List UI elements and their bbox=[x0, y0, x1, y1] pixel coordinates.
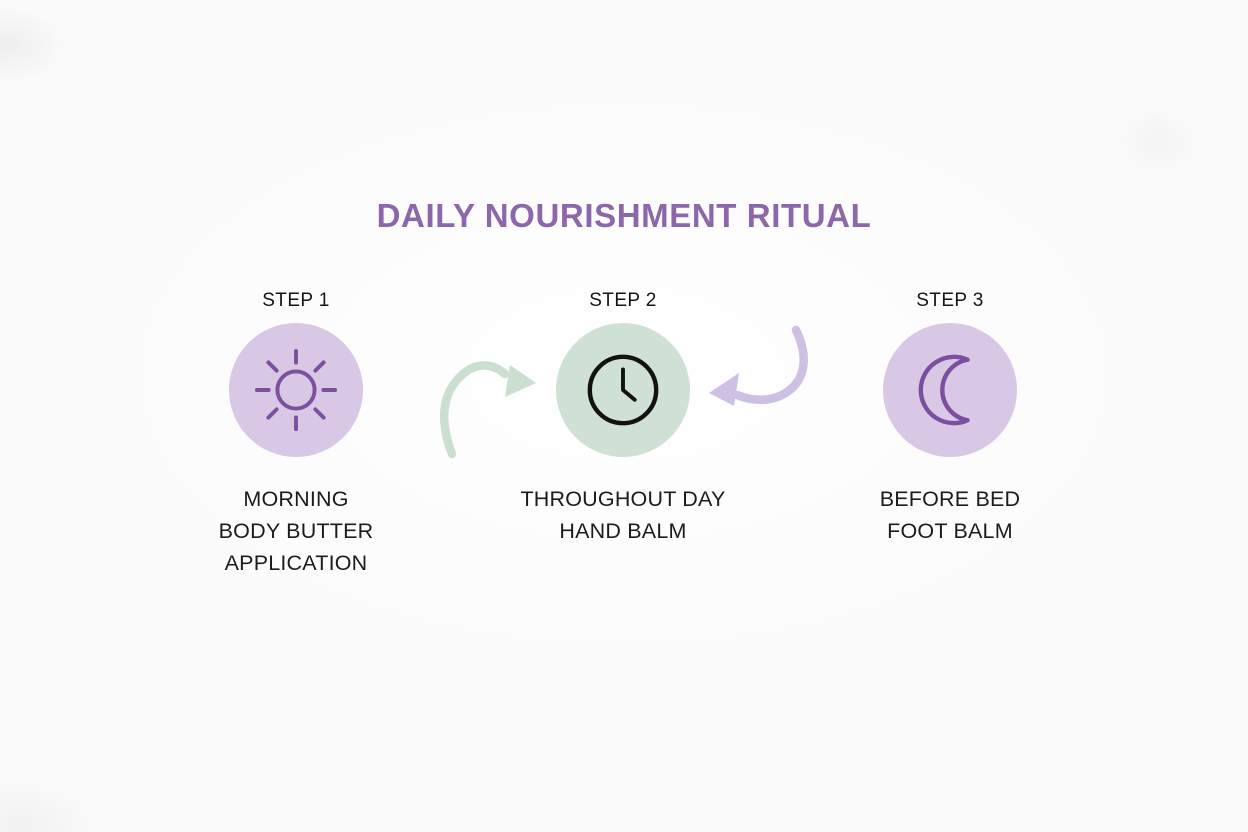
step-3-column: STEP 3 BEFORE BED FOOT BALM bbox=[800, 290, 1100, 547]
step-1-circle bbox=[229, 323, 363, 457]
step-2-circle bbox=[556, 323, 690, 457]
desc-line: BEFORE BED bbox=[879, 487, 1021, 511]
desc-line: HAND BALM bbox=[559, 519, 687, 543]
step-1-label: STEP 1 bbox=[262, 290, 330, 311]
desc-line: FOOT BALM bbox=[887, 519, 1013, 543]
step-3-label: STEP 3 bbox=[916, 290, 984, 311]
desc-line: APPLICATION bbox=[224, 551, 368, 575]
sun-icon bbox=[253, 347, 339, 433]
step-1-description: MORNING BODY BUTTER APPLICATION bbox=[146, 483, 446, 579]
page-title: DAILY NOURISHMENT RITUAL bbox=[376, 197, 872, 234]
desc-line: MORNING bbox=[243, 487, 349, 511]
step-2-column: STEP 2 THROUGHOUT DAY HAND BALM bbox=[473, 290, 773, 547]
moon-icon bbox=[911, 351, 989, 429]
step-2-description: THROUGHOUT DAY HAND BALM bbox=[473, 483, 773, 547]
step-3-description: BEFORE BED FOOT BALM bbox=[800, 483, 1100, 547]
step-2-label: STEP 2 bbox=[589, 290, 657, 311]
step-1-column: STEP 1 MOR bbox=[146, 290, 446, 579]
clock-icon bbox=[582, 349, 664, 431]
step-3-circle bbox=[883, 323, 1017, 457]
desc-line: THROUGHOUT DAY bbox=[520, 487, 726, 511]
desc-line: BODY BUTTER bbox=[218, 519, 374, 543]
